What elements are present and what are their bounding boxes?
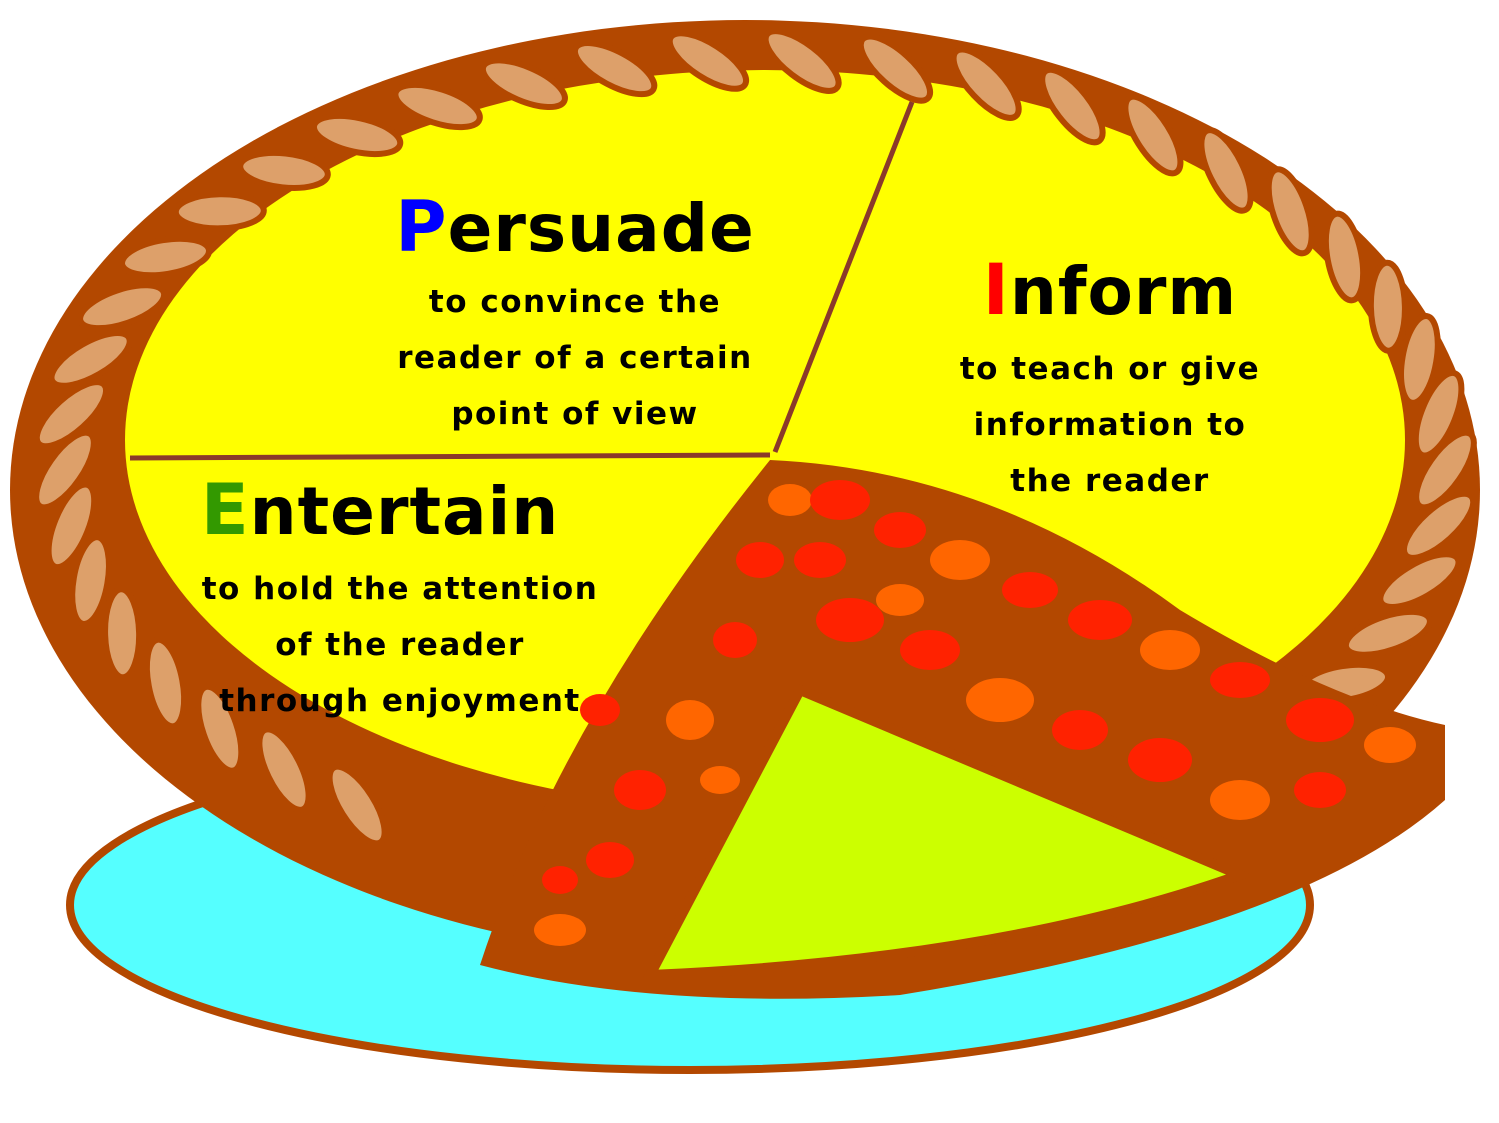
rope-twist xyxy=(143,636,188,730)
fruit-piece xyxy=(1068,600,1132,640)
rope-twist xyxy=(77,282,168,332)
fruit-piece xyxy=(794,542,846,578)
fruit-piece xyxy=(1364,727,1416,763)
fruit-piece xyxy=(1210,662,1270,698)
fruit-piece xyxy=(666,700,714,740)
entertain-desc-line: of the reader xyxy=(275,627,525,663)
persuade-title-rest: ersuade xyxy=(447,190,755,267)
fruit-piece xyxy=(810,480,870,520)
fruit-piece xyxy=(768,484,812,516)
fruit-piece xyxy=(1002,572,1058,608)
fruit-piece xyxy=(876,584,924,616)
inform-title: Inform xyxy=(930,255,1290,325)
entertain-description: to hold the attention of the reader thro… xyxy=(175,561,625,729)
inform-desc-line: information to xyxy=(973,407,1247,443)
rope-twist xyxy=(1398,312,1441,406)
persuade-title: Persuade xyxy=(370,192,780,262)
rope-twist xyxy=(48,330,133,389)
entertain-title: Entertain xyxy=(175,475,625,545)
rope-twist xyxy=(326,763,388,847)
rope-twist xyxy=(69,534,112,628)
rope-twist xyxy=(102,586,143,681)
fruit-piece xyxy=(614,770,666,810)
rope-twist xyxy=(1322,210,1367,304)
fruit-piece xyxy=(816,598,884,642)
rope-twist xyxy=(1377,551,1462,610)
fruit-piece xyxy=(1128,738,1192,782)
rope-twist xyxy=(195,683,245,774)
slice-line-horizontal xyxy=(129,452,771,461)
rope-twist xyxy=(1412,369,1465,459)
rope-twist xyxy=(479,57,568,110)
inform-section: Inform to teach or give information to t… xyxy=(930,255,1290,509)
rope-twist xyxy=(1400,490,1477,561)
fruit-piece xyxy=(1286,698,1354,742)
rope-twist xyxy=(571,40,658,98)
rope-twist xyxy=(1039,66,1106,146)
entertain-desc-line: to hold the attention xyxy=(201,571,599,607)
fruit-piece xyxy=(1210,780,1270,820)
fruit-piece xyxy=(586,842,634,878)
fruit-piece xyxy=(700,766,740,794)
fruit-piece xyxy=(1294,772,1346,808)
fruit-piece xyxy=(580,694,620,726)
entertain-desc-line: through enjoyment xyxy=(219,683,581,719)
fruit-filling xyxy=(534,480,1416,946)
crust-rope xyxy=(33,28,1477,847)
fruit-piece xyxy=(542,866,578,894)
fruit-piece xyxy=(900,630,960,670)
inform-initial: I xyxy=(982,249,1010,331)
rope-twist xyxy=(950,46,1022,121)
rope-twist xyxy=(1122,93,1184,177)
persuade-description: to convince the reader of a certain poin… xyxy=(370,274,780,442)
persuade-initial: P xyxy=(395,186,448,268)
fruit-piece xyxy=(1052,710,1108,750)
rope-twist xyxy=(237,149,331,191)
rope-twist xyxy=(762,28,842,94)
fruit-piece xyxy=(966,678,1034,722)
entertain-title-rest: ntertain xyxy=(249,473,560,550)
fruit-piece xyxy=(930,540,990,580)
persuade-desc-line: point of view xyxy=(451,396,699,432)
rope-twist xyxy=(33,379,110,450)
rope-twist xyxy=(33,429,97,511)
fruit-piece xyxy=(874,512,926,548)
persuade-section: Persuade to convince the reader of a cer… xyxy=(370,192,780,442)
rope-twist xyxy=(45,481,98,571)
rope-twist xyxy=(1265,166,1315,257)
rope-twist xyxy=(1342,608,1433,658)
rope-twist xyxy=(118,235,213,279)
inform-description: to teach or give information to the read… xyxy=(930,341,1290,509)
inform-desc-line: the reader xyxy=(1010,463,1210,499)
fruit-piece xyxy=(534,914,586,946)
rope-twist xyxy=(857,33,934,104)
persuade-desc-line: reader of a certain xyxy=(397,340,753,376)
slice-line-diagonal xyxy=(772,101,915,453)
rope-twist xyxy=(1367,259,1408,354)
rope-twist xyxy=(392,81,483,131)
rope-twist xyxy=(666,30,750,92)
rope-twist xyxy=(1413,429,1477,511)
fruit-piece xyxy=(1140,630,1200,670)
persuade-desc-line: to convince the xyxy=(428,284,722,320)
fruit-piece xyxy=(736,542,784,578)
fruit-piece xyxy=(713,622,757,658)
inform-desc-line: to teach or give xyxy=(959,351,1261,387)
slice-bottom-crust xyxy=(641,683,1254,981)
rope-twist xyxy=(256,726,312,813)
rope-twist xyxy=(1198,127,1254,214)
inform-title-rest: nform xyxy=(1009,253,1238,330)
entertain-section: Entertain to hold the attention of the r… xyxy=(175,475,625,729)
rope-twist xyxy=(172,191,267,232)
rope-twist xyxy=(310,112,404,158)
entertain-initial: E xyxy=(200,469,250,551)
